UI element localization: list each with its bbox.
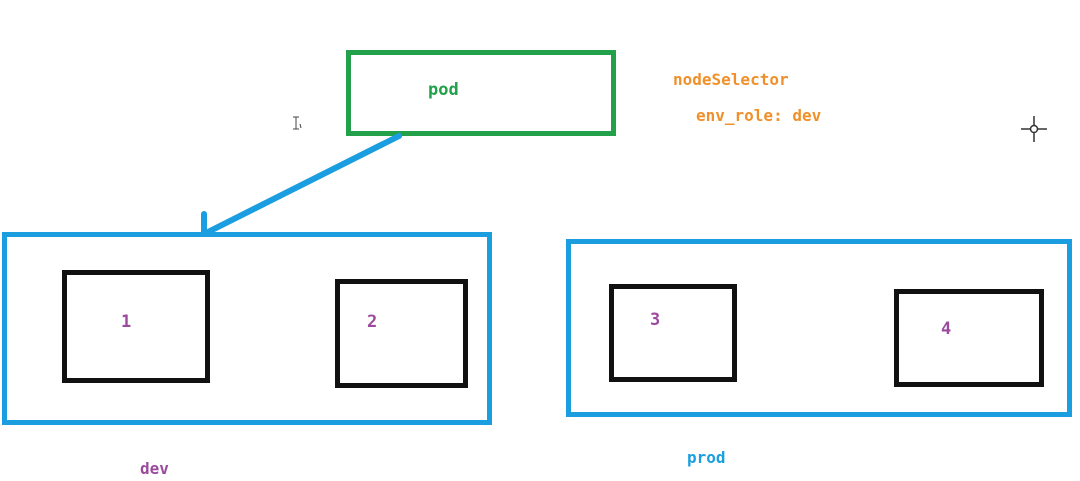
node-box-2[interactable] [335, 279, 468, 388]
node-label-4: 4 [941, 319, 952, 339]
pod-label: pod [428, 80, 459, 100]
node-selector-value-label: env_role: dev [696, 106, 822, 125]
prod-environment-label: prod [687, 448, 726, 467]
prod-environment-box[interactable] [566, 239, 1072, 417]
node-label-2: 2 [367, 312, 378, 332]
pod-to-dev-arrow[interactable] [201, 133, 402, 237]
node-box-3[interactable] [609, 284, 737, 382]
dev-environment-label: dev [140, 459, 169, 478]
node-box-1[interactable] [62, 270, 210, 383]
node-box-4[interactable] [894, 289, 1044, 387]
arrow-shaft [201, 133, 402, 237]
node-label-3: 3 [650, 310, 661, 330]
dev-environment-box[interactable] [2, 232, 492, 425]
node-selector-key-label: nodeSelector [673, 70, 789, 89]
node-label-1: 1 [121, 312, 132, 332]
i-beam-cursor-icon [293, 116, 302, 130]
crosshair-cursor-icon [1021, 116, 1047, 142]
pod-box[interactable] [346, 50, 616, 136]
